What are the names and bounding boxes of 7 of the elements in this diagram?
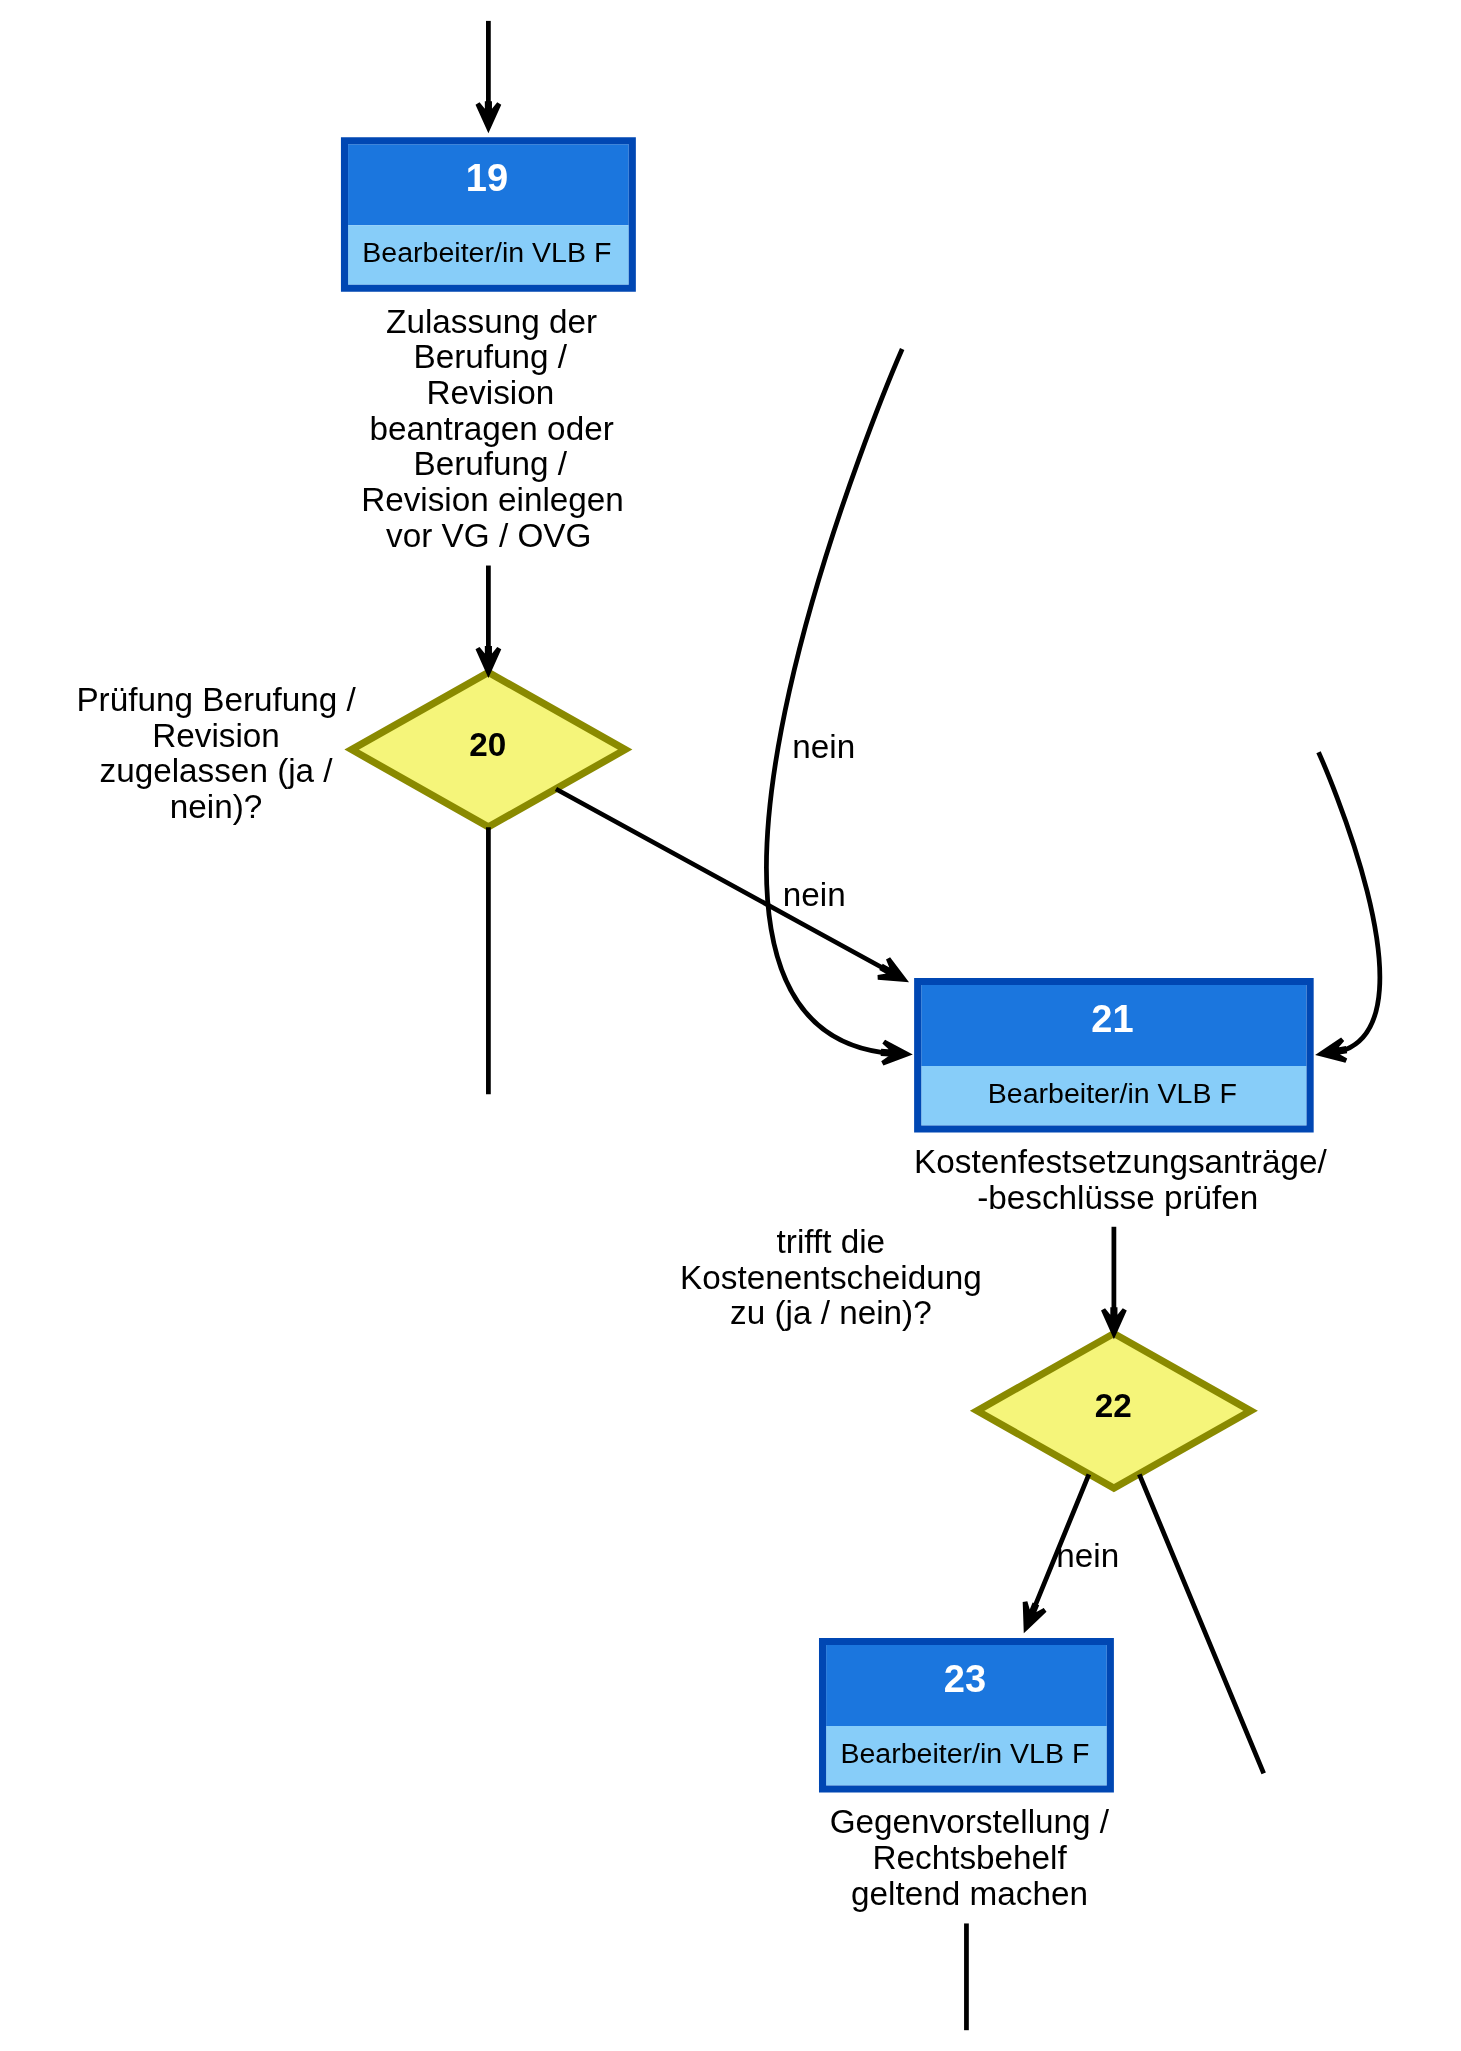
edge-label: nein [792,728,856,766]
edge-label: nein [1056,1537,1120,1575]
node-label: Zulassung der Berufung / Revision beantragen oder Berufung / Revision einlegen vor VG / OVG [361,302,624,554]
node-label: Gegenvorstellung / Rechtsbehelf geltend machen [829,1803,1110,1912]
node-label: trifft die Kostenentscheidung zu (ja / nein)? [680,1223,982,1332]
node-label: Kostenfestsetzungsanträge/ -beschlüsse prüfen [914,1143,1327,1217]
edge-label: nein [782,875,846,913]
